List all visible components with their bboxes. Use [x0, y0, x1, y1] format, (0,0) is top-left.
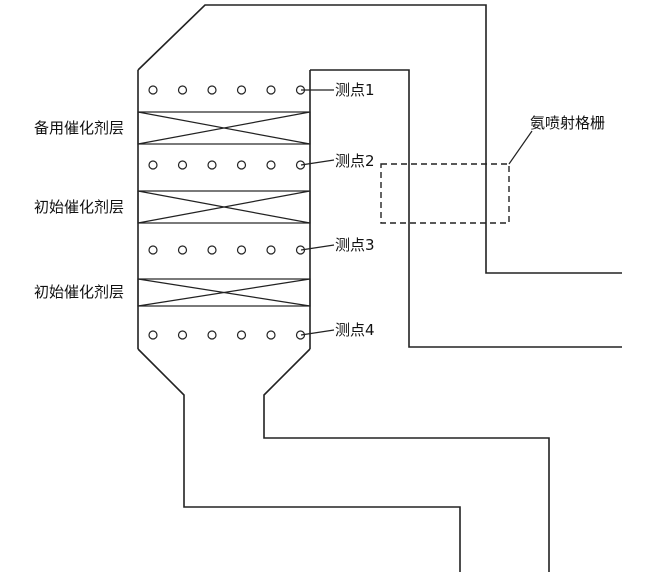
label-backup-catalyst-layer: 备用催化剂层 — [34, 119, 124, 137]
sample-hole-1-1 — [148, 85, 158, 95]
label-point-3: 测点3 — [335, 236, 375, 254]
hopper-right-wall — [263, 348, 550, 572]
sample-hole-2-3 — [207, 160, 217, 170]
sample-hole-4-2 — [177, 330, 188, 340]
sample-hole-2-4 — [236, 160, 247, 170]
label-point-2: 测点2 — [335, 152, 375, 170]
sample-hole-1-5 — [266, 85, 276, 95]
point-3-leader — [300, 244, 335, 251]
label-initial-catalyst-layer-2: 初始催化剂层 — [34, 283, 124, 301]
inlet-duct-outer-wall — [137, 4, 622, 274]
sample-hole-3-3 — [207, 245, 217, 255]
measurement-row-1 — [148, 85, 306, 95]
hopper-left-wall — [137, 348, 461, 572]
inlet-duct-inner-wall — [310, 69, 622, 348]
sample-hole-1-4 — [236, 85, 247, 95]
sample-hole-2-1 — [148, 160, 158, 170]
sample-hole-1-2 — [177, 85, 188, 95]
measurement-row-3 — [148, 245, 306, 255]
sample-hole-3-2 — [177, 245, 188, 255]
catalyst-layer-initial-1 — [137, 190, 311, 224]
sample-hole-4-1 — [148, 330, 158, 340]
sample-hole-2-5 — [266, 160, 276, 170]
ammonia-grid-leader — [508, 130, 533, 165]
catalyst-layer-initial-2 — [137, 278, 311, 307]
sample-hole-4-3 — [207, 330, 217, 340]
sample-hole-2-2 — [177, 160, 188, 170]
label-point-1: 测点1 — [335, 81, 375, 99]
sample-hole-3-5 — [266, 245, 276, 255]
label-point-4: 测点4 — [335, 321, 375, 339]
label-initial-catalyst-layer-1: 初始催化剂层 — [34, 198, 124, 216]
sample-hole-1-3 — [207, 85, 217, 95]
sample-hole-4-4 — [236, 330, 247, 340]
measurement-row-2 — [148, 160, 306, 170]
measurement-row-4 — [148, 330, 306, 340]
sample-hole-3-1 — [148, 245, 158, 255]
ammonia-injection-grid-box — [380, 163, 510, 224]
sample-hole-4-5 — [266, 330, 276, 340]
catalyst-layer-backup — [137, 111, 311, 145]
sample-hole-3-4 — [236, 245, 247, 255]
label-ammonia-injection-grid: 氨喷射格栅 — [530, 114, 605, 132]
point-2-leader — [300, 159, 335, 166]
point-4-leader — [300, 329, 335, 336]
